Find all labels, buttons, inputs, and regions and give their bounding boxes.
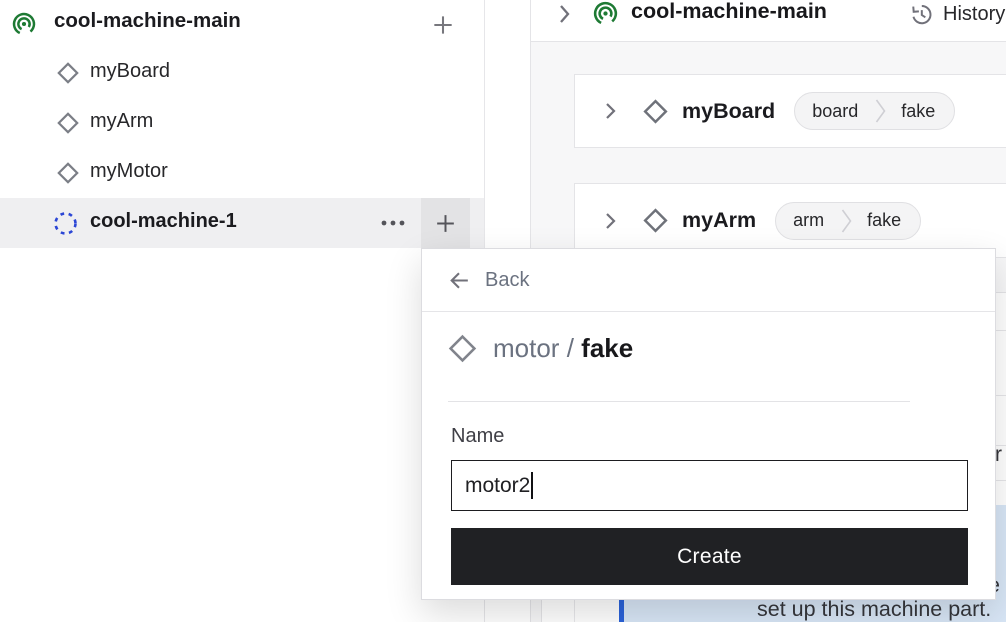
machine-part-header: cool-machine-main History bbox=[531, 0, 1006, 42]
sidebar-machine-label: cool-machine-main bbox=[54, 9, 241, 32]
component-card-myboard[interactable]: myBoard board fake bbox=[574, 74, 1006, 148]
chevron-right-icon[interactable] bbox=[602, 210, 619, 232]
chevron-right-icon[interactable] bbox=[602, 100, 619, 122]
component-diamond-icon bbox=[56, 61, 80, 85]
back-label: Back bbox=[485, 268, 530, 291]
sidebar-machine-row[interactable]: cool-machine-main bbox=[0, 6, 484, 42]
add-icon bbox=[437, 214, 454, 232]
history-icon bbox=[912, 4, 932, 24]
background-text-fragment: r bbox=[995, 443, 1002, 466]
machine-add-button[interactable] bbox=[430, 11, 458, 39]
pending-circle-icon bbox=[53, 211, 78, 236]
component-card-myarm[interactable]: myArm arm fake bbox=[574, 183, 1006, 258]
component-diamond-icon bbox=[56, 111, 80, 135]
sidebar-item-label: myBoard bbox=[90, 60, 171, 82]
modal-type-model-label: motor / fake bbox=[493, 333, 633, 364]
badge-divider-chevron bbox=[841, 209, 852, 232]
callout-text-line: set up this machine part. bbox=[757, 597, 992, 621]
machine-live-icon bbox=[11, 11, 37, 37]
chevron-right-icon[interactable] bbox=[553, 1, 575, 27]
modal-divider bbox=[448, 401, 910, 402]
component-diamond-icon bbox=[56, 161, 80, 185]
component-name: myBoard bbox=[682, 98, 776, 123]
name-input-value: motor2 bbox=[465, 473, 531, 497]
component-diamond-icon bbox=[642, 207, 669, 234]
name-field-label: Name bbox=[451, 425, 505, 447]
history-button[interactable]: History bbox=[909, 0, 1005, 29]
more-icon bbox=[381, 220, 405, 226]
add-icon bbox=[434, 16, 452, 34]
back-button[interactable]: Back bbox=[422, 249, 995, 312]
sidebar-item-mymotor[interactable]: myMotor bbox=[0, 148, 484, 198]
sidebar-item-cool-machine-1[interactable]: cool-machine-1 bbox=[0, 198, 484, 248]
sidebar-item-myarm[interactable]: myArm bbox=[0, 98, 484, 148]
back-arrow-icon bbox=[450, 271, 468, 289]
create-button[interactable]: Create bbox=[451, 528, 968, 585]
component-type-badge: board fake bbox=[794, 92, 956, 130]
text-caret bbox=[531, 472, 534, 499]
badge-type: board bbox=[812, 100, 859, 121]
row-add-button[interactable] bbox=[421, 198, 470, 248]
panel-title: cool-machine-main bbox=[631, 0, 827, 23]
component-diamond-icon bbox=[642, 98, 669, 125]
sidebar-item-label: myMotor bbox=[90, 160, 168, 182]
badge-type: arm bbox=[793, 210, 825, 230]
more-options-button[interactable] bbox=[378, 209, 414, 237]
background-divider bbox=[990, 480, 1006, 481]
sidebar-item-label: cool-machine-1 bbox=[90, 210, 237, 232]
machine-live-icon bbox=[592, 0, 619, 27]
machine-tree-sidebar: cool-machine-main myBoard myArm bbox=[0, 0, 485, 622]
modal-title-row: motor / fake bbox=[447, 333, 633, 364]
name-input[interactable]: motor2 bbox=[451, 460, 968, 511]
background-divider bbox=[990, 445, 1006, 446]
component-type-badge: arm fake bbox=[775, 201, 922, 240]
create-component-modal: Back motor / fake Name motor2 Create bbox=[421, 248, 996, 600]
component-diamond-icon bbox=[448, 334, 477, 363]
background-divider bbox=[990, 330, 1006, 331]
sidebar-item-label: myArm bbox=[90, 110, 154, 132]
type-label: motor bbox=[493, 333, 560, 363]
badge-model: fake bbox=[867, 210, 902, 230]
component-name: myArm bbox=[682, 208, 757, 232]
model-label: fake bbox=[581, 333, 634, 363]
background-divider bbox=[990, 395, 1006, 396]
badge-model: fake bbox=[901, 100, 936, 121]
history-label: History bbox=[943, 2, 1006, 25]
sidebar-item-myboard[interactable]: myBoard bbox=[0, 48, 484, 98]
separator: / bbox=[566, 333, 574, 363]
badge-divider-chevron bbox=[876, 99, 886, 123]
